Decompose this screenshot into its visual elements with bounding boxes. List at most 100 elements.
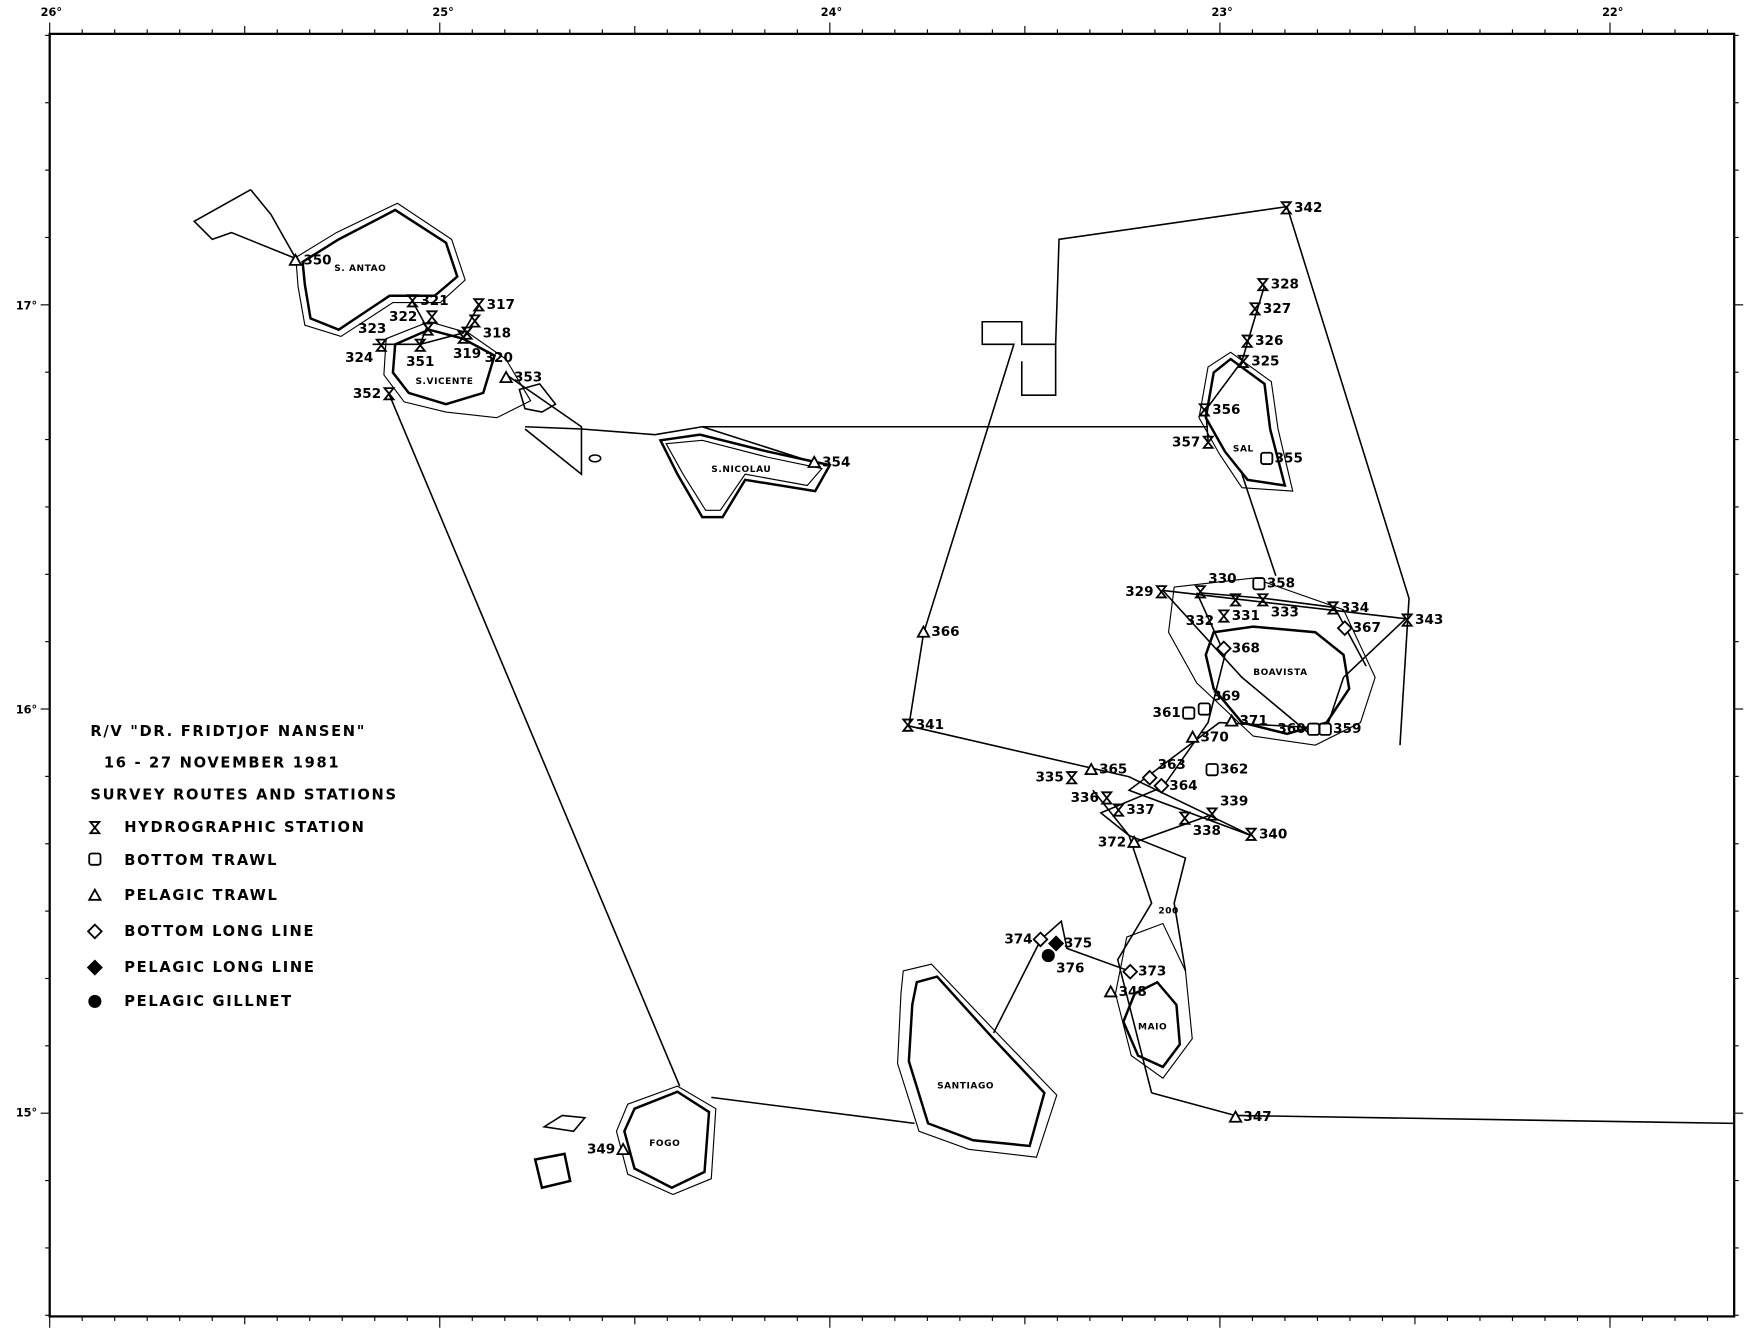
station-label: 343: [1415, 612, 1443, 628]
legend: R/V "DR. FRIDTJOF NANSEN" 16 - 27 NOVEMB…: [86, 723, 397, 1010]
station-label: 331: [1232, 608, 1260, 624]
station-label: 356: [1212, 402, 1240, 418]
island-label-santiago: SANTIAGO: [937, 1081, 994, 1091]
island-boavista: [1204, 625, 1351, 736]
station-marker-hydro-icon: [425, 310, 439, 324]
station-label: 367: [1353, 620, 1381, 636]
island-label-santo-antao: S. ANTAO: [334, 264, 386, 274]
isobath-maio: [1114, 922, 1193, 1079]
lon-label-24: 24°: [821, 6, 842, 19]
station-label: 337: [1126, 802, 1154, 818]
station-label: 375: [1064, 935, 1092, 951]
station-marker-hydro-icon: [1236, 354, 1250, 368]
station-label: 348: [1119, 984, 1147, 1000]
islet-raso: [518, 382, 557, 413]
station-marker-hydro-icon: [406, 294, 419, 308]
island-sao-vicente: [391, 328, 497, 406]
station-marker-bottom-trawl-icon: [1205, 763, 1219, 777]
island-label-fogo: FOGO: [649, 1139, 680, 1149]
legend-label-gillnet: PELAGIC GILLNET: [124, 993, 293, 1010]
station-marker-hydro-icon: [1217, 609, 1231, 623]
station-marker-hydro-icon: [1065, 771, 1079, 785]
station-label: 328: [1271, 277, 1299, 293]
station-label: 327: [1263, 301, 1291, 317]
station-marker-hydro-icon: [1256, 278, 1270, 292]
islets-secos: [541, 1114, 587, 1133]
legend-label-pelagic-longline: PELAGIC LONG LINE: [124, 959, 315, 976]
station-label: 339: [1220, 793, 1248, 809]
island-sao-nicolau: [658, 433, 832, 519]
station-marker-bottom-longline-icon: [1141, 769, 1158, 786]
station-marker-hydro-icon: [1178, 811, 1192, 825]
station-marker-hydro-icon: [413, 338, 427, 352]
legend-pelagic-longline-icon: [86, 959, 103, 976]
station-marker-hydro-icon: [456, 330, 470, 344]
station-label: 371: [1240, 713, 1268, 729]
legend-label-pelagic-trawl: PELAGIC TRAWL: [124, 887, 278, 904]
station-marker-bottom-trawl-icon: [1182, 706, 1196, 720]
station-marker-hydro-icon: [421, 322, 435, 336]
station-marker-bottom-trawl-icon: [1252, 577, 1266, 591]
station-label: 374: [1004, 931, 1032, 947]
island-label-sao-vicente: S.VICENTE: [415, 377, 473, 387]
legend-bottom-longline-icon: [86, 923, 103, 940]
station-marker-bottom-longline-icon: [1336, 620, 1353, 637]
station-label: 354: [822, 454, 850, 470]
station-label: 360: [1277, 721, 1305, 737]
station-label: 351: [406, 354, 434, 370]
station-marker-hydro-icon: [382, 387, 396, 401]
lon-label-23: 23°: [1211, 6, 1232, 19]
island-label-maio: MAIO: [1138, 1023, 1167, 1033]
station-label: 363: [1158, 757, 1186, 773]
isobath-sao-nicolau: [665, 439, 823, 511]
island-label-sal: SAL: [1233, 445, 1254, 455]
island-santiago: [907, 975, 1046, 1148]
station-marker-hydro-icon: [468, 314, 482, 328]
station-marker-gillnet-icon: [1041, 949, 1055, 963]
station-marker-pelagic-trawl-icon: [1103, 984, 1118, 998]
station-label: 338: [1193, 823, 1221, 839]
station-label: 362: [1220, 762, 1248, 778]
station-label: 370: [1201, 729, 1229, 745]
station-marker-pelagic-trawl-icon: [498, 370, 514, 384]
station-label: 372: [1098, 834, 1126, 850]
station-marker-hydro-icon: [374, 338, 388, 352]
island-sal: [1204, 357, 1287, 487]
station-marker-bottom-longline-icon: [1153, 777, 1170, 794]
island-maio: [1122, 980, 1182, 1069]
station-marker-hydro-icon: [1279, 201, 1293, 215]
isobath-santo-antao: [295, 202, 466, 338]
isobath-fogo: [615, 1085, 717, 1196]
station-label: 352: [353, 386, 381, 402]
legend-label-bottom-trawl: BOTTOM TRAWL: [124, 852, 278, 869]
station-label: 335: [1036, 770, 1064, 786]
station-marker-hydro-icon: [1248, 302, 1262, 316]
station-marker-pelagic-trawl-icon: [916, 624, 931, 638]
legend-hydro-icon: [88, 821, 102, 835]
station-marker-pelagic-trawl-icon: [288, 252, 303, 266]
station-marker-hydro-icon: [1240, 334, 1254, 348]
lat-label-16: 16°: [16, 704, 37, 717]
station-label: 361: [1153, 705, 1181, 721]
station-marker-hydro-icon: [1256, 593, 1270, 607]
station-label: 376: [1056, 960, 1084, 976]
station-label: 340: [1259, 826, 1287, 842]
station-marker-bottom-trawl-icon: [1318, 722, 1332, 736]
station-label: 326: [1255, 333, 1283, 349]
legend-pelagic-trawl-icon: [87, 887, 103, 901]
station-marker-pelagic-trawl-icon: [1185, 729, 1200, 743]
station-marker-pelagic-trawl-icon: [615, 1142, 631, 1155]
station-label: 336: [1071, 790, 1099, 806]
axis-labels: 26° 25° 24° 23° 22° 17° 16° 15°: [16, 6, 1624, 1120]
station-label: 324: [345, 350, 373, 366]
station-label: 333: [1271, 605, 1299, 621]
lat-label-17: 17°: [16, 299, 37, 312]
station-label: 322: [389, 309, 417, 325]
station-marker-hydro-icon: [1326, 601, 1340, 615]
island-label-boavista: BOAVISTA: [1253, 668, 1307, 678]
legend-subtitle: SURVEY ROUTES AND STATIONS: [90, 786, 397, 803]
station-label: 369: [1212, 688, 1240, 704]
station-marker-hydro-icon: [1244, 827, 1258, 841]
station-marker-hydro-icon: [901, 718, 915, 732]
station-marker-hydro-icon: [1194, 585, 1207, 599]
